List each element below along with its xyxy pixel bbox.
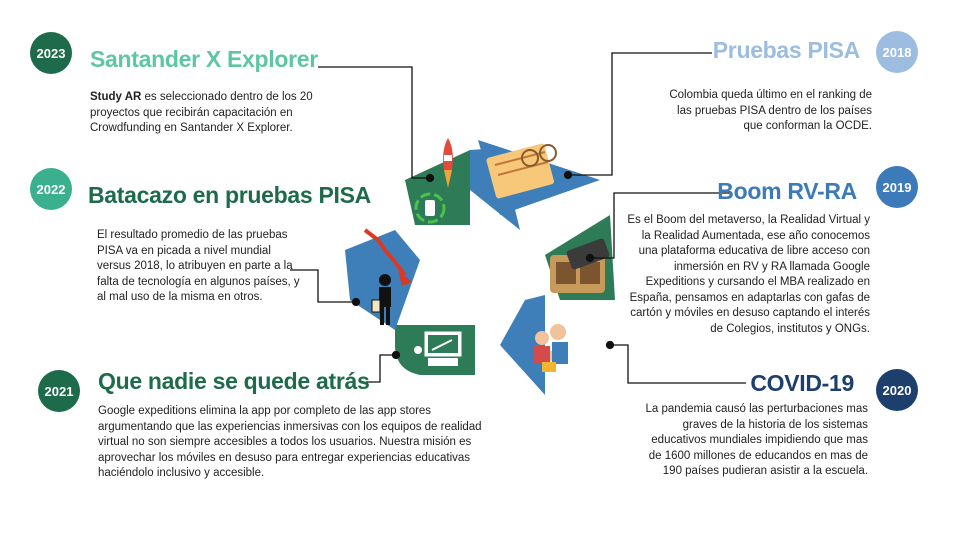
desc-santander: Study AR es seleccionado dentro de los 2… (90, 90, 330, 137)
desc-covid: La pandemia causó las perturbaciones mas… (645, 403, 868, 477)
title-pisa: Pruebas PISA (712, 37, 861, 63)
connector-2023 (318, 66, 430, 179)
year-badge-2023: 2023 (30, 32, 72, 74)
connector-2020 (610, 344, 746, 384)
arrow-segment-bottom (500, 295, 545, 395)
rocket-icon (443, 138, 453, 188)
desc-santander-text: es seleccionado dentro de los 20 proyect… (90, 91, 313, 134)
title-covid: COVID-19 (750, 370, 854, 396)
connector-2022 (290, 269, 356, 303)
connector-2018 (568, 52, 712, 176)
desc-nadie: Google expeditions elimina la app por co… (98, 405, 482, 479)
connector-2019 (590, 192, 730, 259)
desc-boom: Es el Boom del metaverso, la Realidad Vi… (627, 214, 870, 335)
desc-pisa: Colombia queda último en el ranking de l… (669, 89, 872, 132)
year-badge-2019: 2019 (876, 166, 918, 208)
family-masks-icon (534, 324, 568, 372)
vr-cardboard-icon (550, 238, 610, 293)
phone-recycle-icon (414, 192, 446, 224)
exam-icon (486, 143, 557, 199)
year-badge-2020: 2020 (876, 369, 918, 411)
title-santander: Santander X Explorer (90, 46, 318, 72)
title-boom: Boom RV-RA (717, 178, 857, 204)
year-badge-2022: 2022 (30, 168, 72, 210)
classroom-icon (414, 331, 462, 366)
falling-chart-icon (363, 228, 412, 325)
desc-santander-bold: Study AR (90, 91, 142, 103)
year-badge-2021: 2021 (38, 370, 80, 412)
year-badge-2018: 2018 (876, 31, 918, 73)
title-batacazo: Batacazo en pruebas PISA (88, 182, 371, 208)
desc-batacazo: El resultado promedio de las pruebas PIS… (97, 229, 300, 303)
arrow-segment-top-left (405, 150, 470, 225)
connector-2021 (366, 354, 396, 383)
connector-lines (290, 52, 746, 384)
title-nadie: Que nadie se quede atrás (98, 368, 370, 394)
